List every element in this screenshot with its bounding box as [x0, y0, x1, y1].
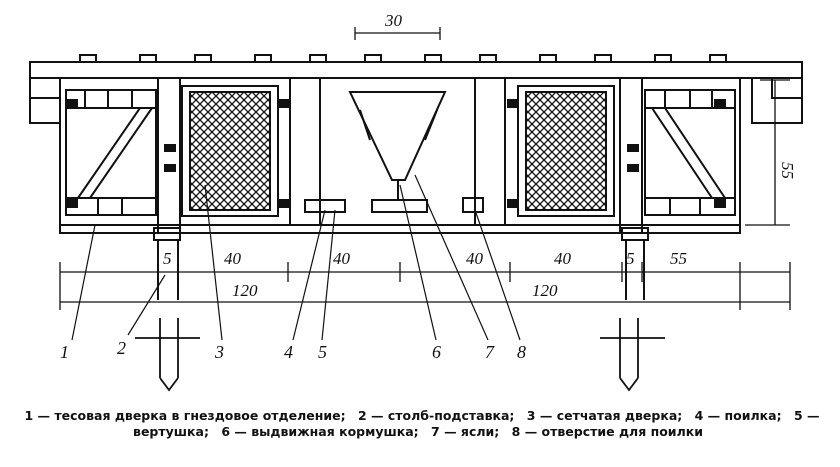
dim-total-right: 120: [532, 281, 558, 300]
mesh-door-left: [181, 85, 279, 217]
figure-caption: 1 — тесовая дверка в гнездовое отделение…: [10, 408, 830, 440]
dim-top-spacing: 30: [384, 11, 403, 30]
dim-post-left: 5: [163, 249, 172, 268]
roof-battens: [79, 54, 727, 63]
dim-seg2: 40: [333, 249, 351, 268]
cage-body: [59, 77, 741, 234]
caption-item-7: 7 — ясли;: [431, 424, 500, 439]
caption-item-5: 5 — вертушка;: [133, 408, 820, 439]
callout-3: 3: [214, 342, 224, 362]
caption-item-3: 3 — сетчатая дверка;: [526, 408, 683, 423]
callout-7: 7: [485, 342, 495, 362]
callout-1: 1: [60, 342, 69, 362]
mesh-door-right: [517, 85, 615, 217]
door-hinges: [66, 99, 726, 208]
callout-5: 5: [318, 342, 327, 362]
dim-seg1: 40: [224, 249, 242, 268]
caption-item-8: 8 — отверстие для поилки: [511, 424, 703, 439]
ground-posts: [135, 318, 665, 392]
dim-end-right: 55: [670, 249, 687, 268]
caption-item-1: 1 — тесовая дверка в гнездовое отделение…: [24, 408, 346, 423]
leader-lines: [71, 174, 521, 341]
dim-seg3: 40: [466, 249, 484, 268]
plank-door-right: [644, 89, 736, 216]
dimension-lines: [59, 27, 791, 310]
mesh-panel-right: [525, 91, 607, 211]
dim-seg4: 40: [554, 249, 572, 268]
callout-6: 6: [432, 342, 441, 362]
partitions: [289, 78, 506, 225]
dim-height: 55: [778, 162, 797, 179]
callout-8: 8: [517, 342, 526, 362]
mesh-panel-left: [189, 91, 271, 211]
sliding-feeder: [348, 91, 447, 213]
drinker-opening: [462, 197, 484, 213]
caption-item-2: 2 — столб-подставка;: [357, 408, 515, 423]
callout-4: 4: [284, 342, 293, 362]
caption-item-6: 6 — выдвижная кормушка;: [221, 424, 419, 439]
callout-2: 2: [117, 338, 126, 358]
dim-post-right: 5: [626, 249, 635, 268]
dim-total-left: 120: [232, 281, 258, 300]
caption-item-4: 4 — поилка;: [694, 408, 782, 423]
plank-door-left: [65, 89, 157, 216]
